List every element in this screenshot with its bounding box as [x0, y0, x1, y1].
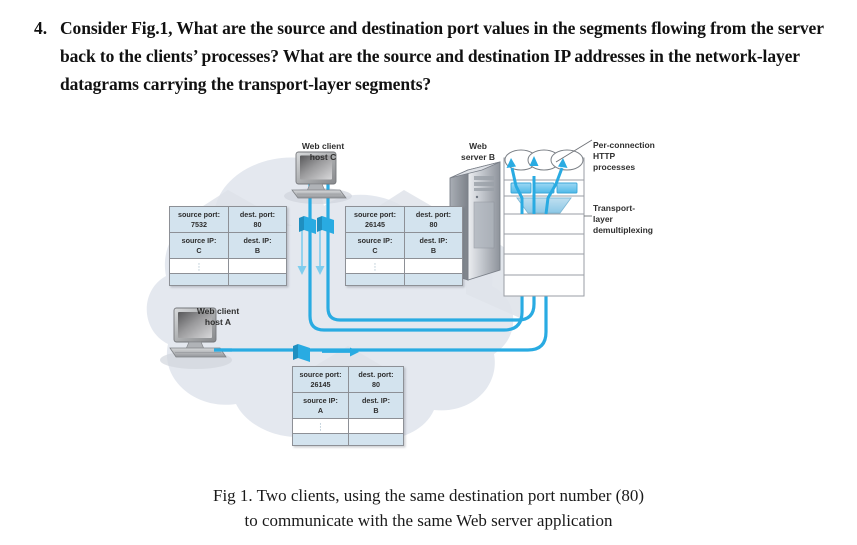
- source-port-label: source port:: [299, 370, 342, 379]
- source-ip-value: C: [196, 245, 202, 255]
- question-number: 4.: [34, 18, 48, 38]
- segment-payload-row: ...: [293, 418, 403, 433]
- source-port-value: 26145: [310, 379, 331, 389]
- source-ip-value: C: [372, 245, 378, 255]
- tail-cell-right: [228, 274, 286, 285]
- caption-line-2: to communicate with the same Web server …: [244, 511, 613, 530]
- link-paths: [212, 180, 548, 352]
- segment-payload-row: ...: [170, 258, 286, 273]
- source-port-value: 7532: [191, 219, 207, 229]
- source-ip-label: source IP:: [181, 236, 217, 245]
- dest-ip-cell: dest. IP: B: [404, 233, 462, 258]
- tail-cell-left: [293, 434, 348, 445]
- segment-payload-row: ...: [346, 258, 462, 273]
- dest-ip-label: dest. IP:: [362, 396, 390, 405]
- label-web-server-b: Web server B: [460, 141, 496, 162]
- tail-cell-left: [346, 274, 404, 285]
- tail-cell-right: [348, 434, 403, 445]
- host-c-pennants: [299, 216, 334, 234]
- link-server-to-host-c-2: [326, 180, 536, 322]
- vertical-ellipsis-icon: ...: [198, 259, 200, 273]
- dest-port-label: dest. port:: [415, 210, 452, 219]
- dest-port-label: dest. port:: [358, 370, 394, 379]
- dest-ip-value: B: [430, 245, 437, 255]
- demux-up-arrows: [510, 167, 564, 215]
- segment-tail-row: [346, 273, 462, 285]
- dest-port-label: dest. port:: [239, 210, 276, 219]
- source-ip-value: A: [317, 405, 324, 415]
- segment-tail-row: [170, 273, 286, 285]
- dest-port-value: 80: [253, 219, 262, 229]
- tail-cell-right: [404, 274, 462, 285]
- payload-cell-right: [348, 419, 403, 433]
- segment-ip-row: source IP: C dest. IP: B: [170, 232, 286, 258]
- socket-rectangles: [510, 182, 578, 194]
- source-ip-label: source IP:: [303, 396, 338, 405]
- question-block: 4. Consider Fig.1, What are the source a…: [34, 14, 824, 98]
- segment-table-c-7532: source port: 7532 dest. port: 80 source …: [169, 206, 287, 286]
- source-port-label: source port:: [178, 210, 220, 219]
- vertical-ellipsis-icon: ...: [319, 419, 322, 433]
- label-web-client-host-c: Web client host C: [301, 141, 345, 162]
- source-ip-cell: source IP: C: [346, 233, 404, 258]
- figure-canvas: Web client host C Web server B Web clien…: [0, 118, 857, 468]
- payload-cell-left: ...: [170, 259, 228, 273]
- demux-structure: [503, 149, 585, 297]
- source-ip-cell: source IP: C: [170, 233, 228, 258]
- question-row: 4. Consider Fig.1, What are the source a…: [34, 14, 824, 98]
- segment-ip-row: source IP: A dest. IP: B: [293, 392, 403, 418]
- source-ip-cell: source IP: A: [293, 393, 348, 418]
- question-text: Consider Fig.1, What are the source and …: [60, 18, 824, 94]
- segment-tail-row: [293, 433, 403, 445]
- caption-line-1: Fig 1. Two clients, using the same desti…: [213, 486, 644, 505]
- link-server-to-host-a: [212, 214, 548, 352]
- source-port-label: source port:: [354, 210, 396, 219]
- host-c-arrow-shafts: [301, 226, 321, 268]
- host-a-computer-icon: [169, 307, 232, 358]
- segment-port-row: source port: 7532 dest. port: 80: [170, 207, 286, 232]
- payload-cell-left: ...: [293, 419, 348, 433]
- dest-ip-cell: dest. IP: B: [228, 233, 286, 258]
- network-diagram-svg: [146, 139, 593, 440]
- source-port-cell: source port: 26145: [346, 207, 404, 232]
- dest-port-value: 80: [372, 379, 380, 389]
- dest-port-cell: dest. port: 80: [404, 207, 462, 232]
- payload-cell-right: [228, 259, 286, 273]
- tail-cell-left: [170, 274, 228, 285]
- payload-cell-right: [404, 259, 462, 273]
- server-b-tower-icon: [449, 161, 501, 281]
- dest-ip-label: dest. IP:: [243, 236, 272, 245]
- figure-caption: Fig 1. Two clients, using the same desti…: [0, 483, 857, 533]
- source-port-value: 26145: [365, 219, 385, 229]
- source-ip-label: source IP:: [357, 236, 393, 245]
- host-c-computer-icon: [291, 151, 347, 199]
- host-c-arrow-heads: [297, 266, 325, 275]
- segment-port-row: source port: 26145 dest. port: 80: [293, 367, 403, 392]
- dest-port-cell: dest. port: 80: [228, 207, 286, 232]
- segment-table-a-26145: source port: 26145 dest. port: 80 source…: [292, 366, 404, 446]
- payload-cell-left: ...: [346, 259, 404, 273]
- segment-ip-row: source IP: C dest. IP: B: [346, 232, 462, 258]
- dest-ip-cell: dest. IP: B: [348, 393, 403, 418]
- source-port-cell: source port: 7532: [170, 207, 228, 232]
- dest-ip-value: B: [373, 405, 379, 415]
- label-web-client-host-a: Web client host A: [196, 306, 240, 327]
- vertical-ellipsis-icon: ...: [374, 259, 376, 273]
- dest-ip-value: B: [254, 245, 261, 255]
- segment-port-row: source port: 26145 dest. port: 80: [346, 207, 462, 232]
- demux-funnel: [516, 197, 572, 214]
- dest-ip-label: dest. IP:: [419, 236, 448, 245]
- label-transport-layer-demultiplexing: Transport- layer demultiplexing: [593, 203, 653, 235]
- dest-port-value: 80: [429, 219, 438, 229]
- annotation-leader-lines: [555, 139, 593, 217]
- segment-table-c-26145: source port: 26145 dest. port: 80 source…: [345, 206, 463, 286]
- label-per-connection-http-processes: Per-connection HTTP processes: [593, 140, 655, 172]
- demux-arrow-heads: [506, 156, 568, 168]
- source-port-cell: source port: 26145: [293, 367, 348, 392]
- host-a-pennant-and-arrow: [293, 344, 359, 362]
- dest-port-cell: dest. port: 80: [348, 367, 403, 392]
